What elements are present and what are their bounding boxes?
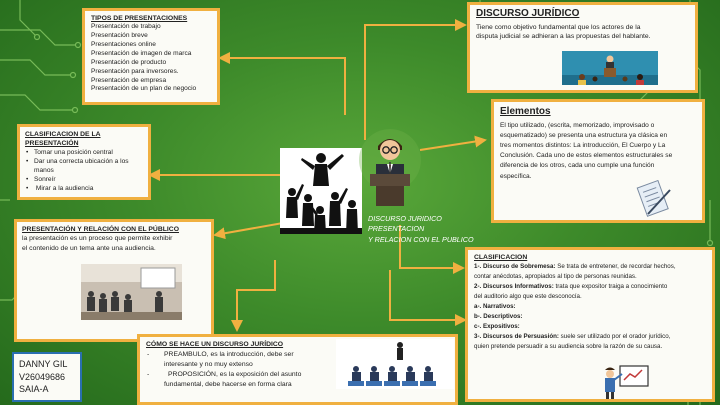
tipos-title: TIPOS DE PRESENTACIONES (91, 15, 188, 22)
speaker-audience-image (562, 51, 658, 85)
row-bold: c-. Expositivos: (474, 322, 520, 330)
tipos-box: TIPOS DE PRESENTACIONES Presentación de … (82, 8, 220, 105)
como-title: CÓMO SE HACE UN DISCURSO JURÍDICO (146, 341, 284, 348)
audience-photo (336, 339, 454, 389)
central-topic-line: PRESENTACION (368, 224, 425, 234)
list-item: Presentación de empresa (91, 76, 167, 84)
row-text: trata que expositor traiga a conocimient… (553, 283, 668, 291)
elementos-line: El tipo utilizado, (escrita, memorizado,… (500, 121, 655, 129)
discurso-line: Tiene como objetivo fundamental que los … (476, 23, 641, 31)
como-box: CÓMO SE HACE UN DISCURSO JURÍDICO PREAMB… (137, 334, 458, 405)
central-topic-line: DISCURSO JURIDICO (368, 214, 442, 223)
crowd-silhouette-image (280, 148, 362, 234)
row-text: suele ser utilizado por el orador jurídi… (558, 332, 671, 340)
clasificacion-row: contar anécdotas, apropiados al tipo de … (474, 272, 706, 282)
list-item-text: PROPOSICIÓN, es la exposición del asunto (168, 370, 302, 378)
row-text: quien pretende persuadir a su audiencia … (474, 342, 663, 350)
list-item: Sonreír (25, 176, 143, 185)
row-text: Se trata de entretener, de recordar hech… (555, 263, 676, 271)
teacher-board-icon (605, 365, 649, 399)
clasificacion-row: 2-. Discursos Informativos: trata que ex… (474, 282, 706, 292)
discurso-line: disputa judicial se adhieran a las propu… (476, 33, 651, 41)
clasificacion-row: 3-. Discursos de Persuasión: suele ser u… (474, 332, 706, 342)
list-item: Presentación de imagen de marca (91, 49, 192, 57)
author-box: DANNY GIL V26049686 SAIA-A (12, 352, 82, 402)
clasificacion-title: CLASIFICACION (474, 254, 528, 261)
title-line: PRESENTACIÓN (25, 140, 79, 148)
discurso-box: DISCURSO JURÍDICO Tiene como objetivo fu… (467, 2, 698, 93)
list-item: Presentación de trabajo (91, 23, 161, 31)
list-item-text: PREAMBULO, es la introducción, debe ser (164, 351, 294, 359)
title-line: CLASIFICACION DE LA (25, 131, 101, 138)
relacion-box: PRESENTACIÓN Y RELACIÓN CON EL PÚBLICO l… (14, 219, 214, 342)
list-item-continuation: fundamental, debe hacerse en forma clara (164, 380, 292, 388)
list-item: Presentaciones online (91, 40, 156, 48)
clasif-presentacion-title: CLASIFICACION DE LA PRESENTACIÓN (25, 130, 143, 148)
list-item: Presentación breve (91, 32, 148, 40)
list-item: Presentación para inversores. (91, 67, 179, 75)
clasif-presentacion-box: CLASIFICACION DE LA PRESENTACIÓN Tomar u… (17, 124, 151, 200)
list-item: Presentación de producto (91, 58, 167, 66)
elementos-line: diferencia de los otros, cada uno cumple… (500, 162, 655, 170)
clasificacion-box: CLASIFICACION 1-. Discurso de Sobremesa:… (465, 247, 715, 402)
list-item-continuation: interesante y no muy extenso (164, 361, 253, 369)
row-bold: 2-. Discursos Informativos: (474, 283, 554, 291)
elementos-line: esquematizado) se presenta una estructur… (500, 131, 668, 139)
clasificacion-row: b-. Descriptivos: (474, 312, 706, 322)
elementos-title: Elementos (500, 106, 551, 117)
author-section: SAIA-A (19, 384, 49, 395)
author-name: DANNY GIL (19, 359, 68, 369)
discurso-title: DISCURSO JURÍDICO (476, 8, 580, 19)
list-item: Presentación de un plan de negocio (91, 85, 197, 93)
list-item-text: Mirar a la audiencia (35, 184, 94, 192)
elementos-line: tres momentos distintos: La introducción… (500, 141, 666, 149)
clasificacion-row: quien pretende persuadir a su audiencia … (474, 342, 706, 352)
row-text: del auditorio algo que este desconocía. (474, 292, 582, 300)
clasificacion-row: del auditorio algo que este desconocía. (474, 292, 706, 302)
clasificacion-row: c-. Expositivos: (474, 322, 706, 332)
row-bold: 3-. Discursos de Persuasión: (474, 332, 559, 340)
list-item: PREAMBULO, es la introducción, debe ser (146, 350, 449, 360)
document-pen-icon (636, 180, 671, 217)
list-item: Mirar a la audiencia (25, 185, 143, 194)
list-item: PROPOSICIÓN, es la exposición del asunto (146, 370, 449, 380)
list-item: Dar una correcta ubicación a los (25, 158, 143, 167)
central-speaker-image (359, 129, 421, 206)
relacion-line: el contenido de un tema ante una audienc… (22, 245, 156, 253)
row-bold: 1-. Discurso de Sobremesa: (474, 263, 556, 271)
clasificacion-row: 1-. Discurso de Sobremesa: Se trata de e… (474, 262, 706, 272)
list-item: Tomar una posición central (25, 149, 143, 158)
elementos-line: Conclusión. Cada uno de estos elementos … (500, 152, 673, 160)
list-item-continuation: manos (34, 167, 54, 175)
elementos-line: específica. (500, 172, 532, 180)
row-text: contar anécdotas, apropiados al tipo de … (474, 273, 637, 281)
author-id: V26049686 (19, 371, 66, 382)
row-bold: a-. Narrativos: (474, 302, 516, 310)
conference-photo (81, 264, 182, 320)
relacion-line: la presentación es un proceso que permit… (22, 235, 173, 243)
central-topic-line: Y RELACION CON EL PUBLICO (368, 234, 474, 244)
central-topic: DISCURSO JURIDICO PRESENTACION Y RELACIO… (368, 214, 474, 245)
relacion-title: PRESENTACIÓN Y RELACIÓN CON EL PÚBLICO (22, 226, 179, 233)
elementos-box: Elementos El tipo utilizado, (escrita, m… (491, 99, 705, 223)
clasificacion-row: a-. Narrativos: (474, 302, 706, 312)
row-bold: b-. Descriptivos: (474, 312, 523, 320)
